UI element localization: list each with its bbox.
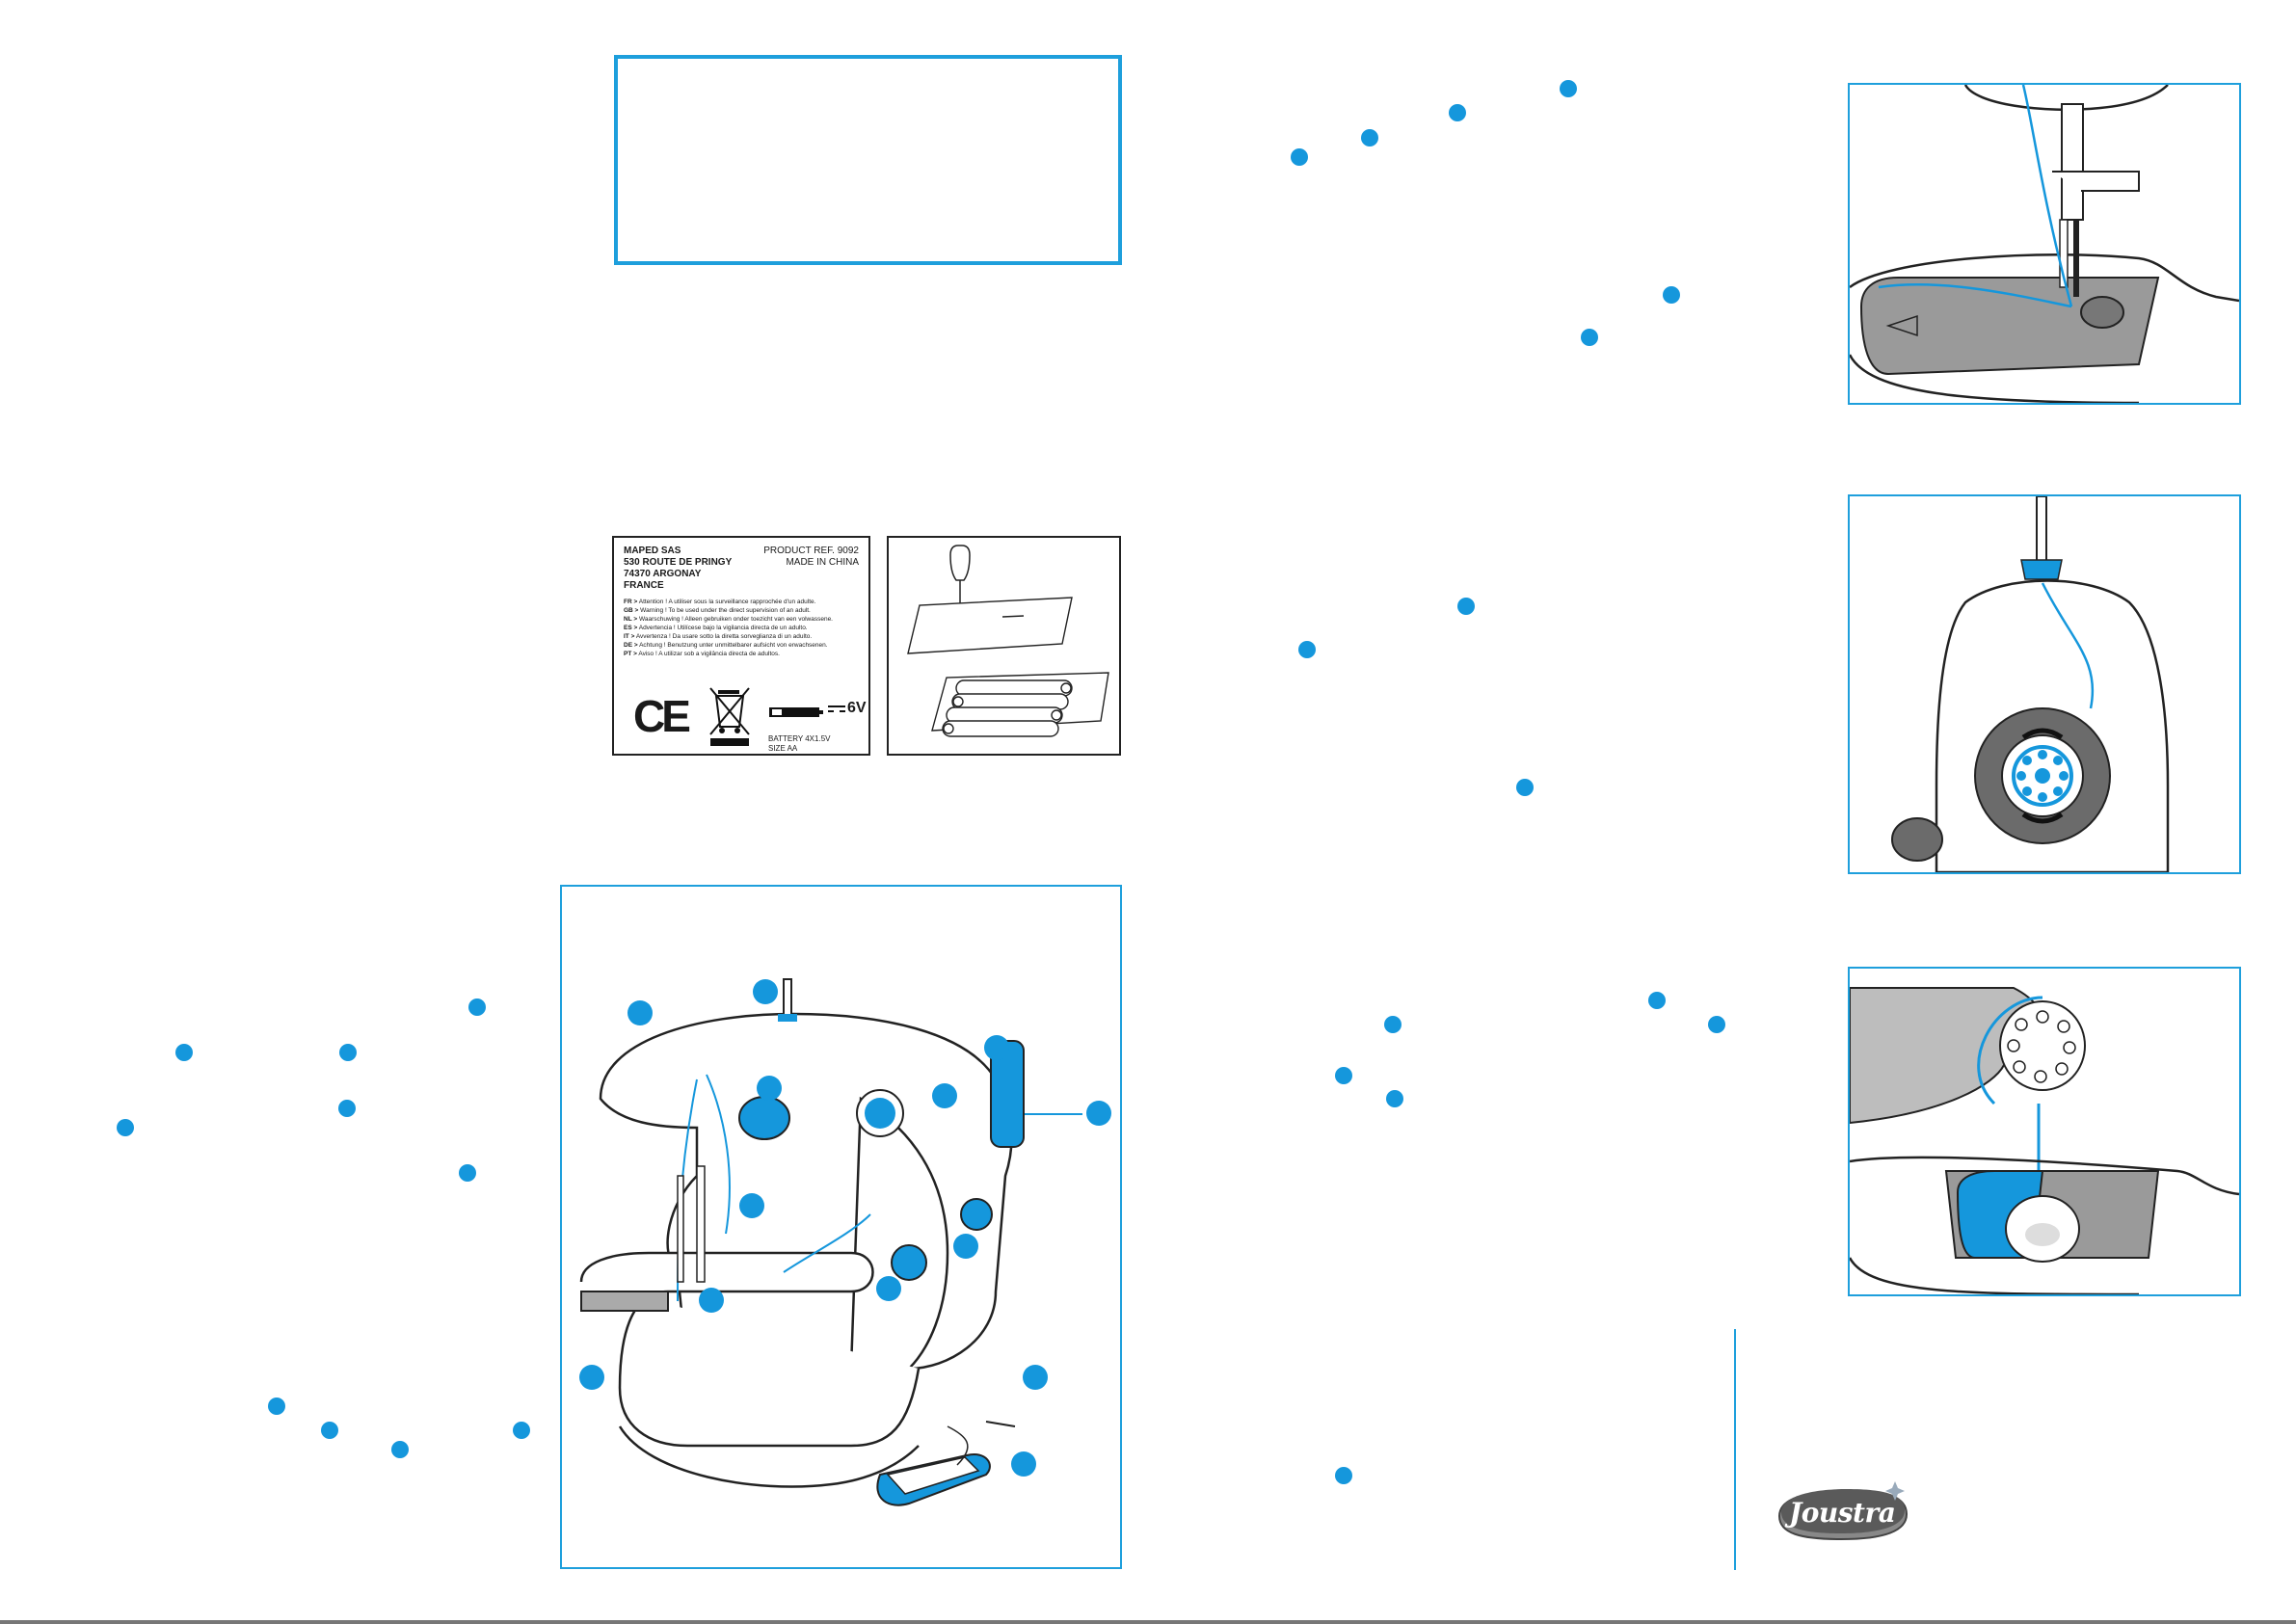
column-divider [1734,1329,1736,1570]
ref-dot [513,1422,530,1439]
ref-dot [1581,329,1598,346]
ref-dot [1449,104,1466,121]
battery-diagram-frame [887,536,1121,756]
ce-mark-icon: CE [633,691,691,741]
warning-line: DE > Achtung ! Benutzung unter unmittelb… [624,642,828,649]
ref-dot [1335,1067,1352,1084]
joustra-logo-badge [1777,1481,1909,1541]
ref-dot [1708,1016,1725,1033]
label-address-line2: 74370 ARGONAY [624,569,702,579]
ref-dot [1560,80,1577,97]
label-company: MAPED SAS [624,546,681,556]
callout-8 [953,1234,978,1259]
joustra-logo: Joustra [1772,1478,1916,1547]
dc-symbol-icon [828,706,845,714]
warning-line: PT > Aviso ! A utilizar sob a vigilância… [624,651,780,657]
bobbin-winder-figure-frame [1848,494,2241,874]
battery-cover [907,597,1073,654]
ref-dot [321,1422,338,1439]
ref-dot [338,1100,356,1117]
ref-dot [117,1119,134,1136]
ref-dot [1386,1090,1403,1107]
machine-overview-frame [560,885,1122,1569]
callout-12 [1023,1365,1048,1390]
batteries [942,679,1073,737]
warning-line: FR > Attention ! A utiliser sous la surv… [624,599,816,605]
tension-dial [738,1096,790,1140]
callout-13 [1011,1451,1036,1477]
label-address-line1: 530 ROUTE DE PRINGY [624,557,733,568]
spool-pin [783,978,792,1019]
warning-line: GB > Warning ! To be used under the dire… [624,607,811,614]
battery-installation-diagram [907,545,1109,737]
joustra-logo-text: Joustra [1789,1497,1896,1529]
callout-5 [932,1083,957,1108]
bobbin-winding-diagram [1891,496,2170,872]
work-plate [580,1291,669,1312]
callout-4 [757,1076,782,1101]
notice-box [614,55,1122,265]
battery-spec: BATTERY 4X1.5V [768,734,831,743]
label-made-in: MADE IN CHINA [786,557,859,568]
page-bottom-rule [0,1620,2296,1624]
label-country: FRANCE [624,580,664,591]
ref-dot [339,1044,357,1061]
warning-line: IT > Avvertenza ! Da usare sotto la dire… [624,633,813,640]
sewing-machine-diagram [579,978,1082,1506]
callout-10 [699,1288,724,1313]
battery-size: SIZE AA [768,744,798,753]
bobbin-insertion-diagram [1850,987,2239,1294]
ref-dot [1335,1467,1352,1484]
callout-6 [1086,1101,1111,1126]
bobbin-insertion-figure-frame [1848,967,2241,1296]
callout-7 [739,1193,764,1218]
warning-line: NL > Waarschuwing ! Alleen gebruiken ond… [624,616,833,623]
label-product-ref: PRODUCT REF. 9092 [763,546,859,556]
ref-dot [1663,286,1680,304]
callout-3 [984,1035,1009,1060]
ref-dot [459,1164,476,1182]
ref-dot [1384,1016,1402,1033]
warning-line: ES > Advertencia ! Utilícese bajo la vig… [624,625,808,631]
ref-dot [1516,779,1534,796]
product-label: MAPED SAS 530 ROUTE DE PRINGY 74370 ARGO… [612,536,870,756]
callout-1 [627,1000,653,1025]
ref-dot [1298,641,1316,658]
ref-dot [1361,129,1378,146]
power-switch [960,1198,993,1231]
weee-bin-icon [709,687,750,746]
callout-2 [753,979,778,1004]
ref-dot [1291,148,1308,166]
callout-11 [579,1365,604,1390]
label-warnings: FR > Attention ! A utiliser sous la surv… [624,598,865,658]
battery-icon [769,707,823,717]
voltage-label: 6V [847,700,867,716]
ref-dot [468,998,486,1016]
ref-dot [1648,992,1666,1009]
ref-dot [391,1441,409,1458]
speed-switch [891,1244,927,1281]
callout-9 [876,1276,901,1301]
label-address: MAPED SAS 530 ROUTE DE PRINGY 74370 ARGO… [624,546,739,592]
ref-dot [1457,598,1475,615]
ref-dot [268,1398,285,1415]
needle-figure-frame [1848,83,2241,405]
ref-dot [175,1044,193,1061]
needle-threading-diagram [1850,85,2239,403]
